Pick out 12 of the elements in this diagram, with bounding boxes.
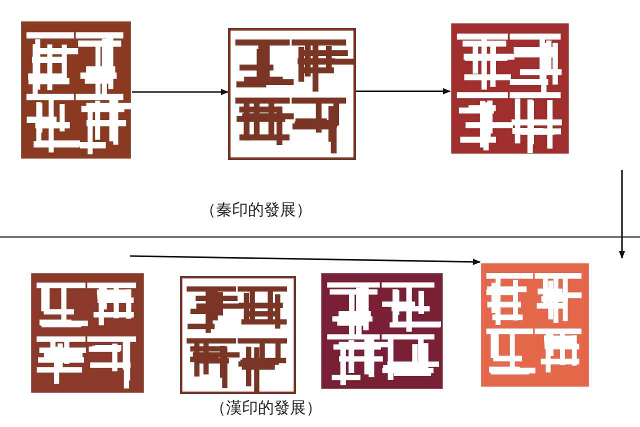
- seal-drawing: [480, 262, 590, 388]
- caption: （秦印的發展）: [200, 200, 312, 221]
- seal-drawing: [228, 28, 356, 160]
- seal-drawing: [20, 20, 132, 160]
- arrow: [132, 88, 229, 96]
- caption: （漢印的發展）: [210, 398, 322, 419]
- seal-drawing: [180, 276, 296, 394]
- seal-drawing: [30, 272, 145, 394]
- arrow: [356, 88, 451, 94]
- seal-drawing: [450, 22, 570, 155]
- arrow: [130, 255, 481, 266]
- seal-drawing: [320, 272, 444, 390]
